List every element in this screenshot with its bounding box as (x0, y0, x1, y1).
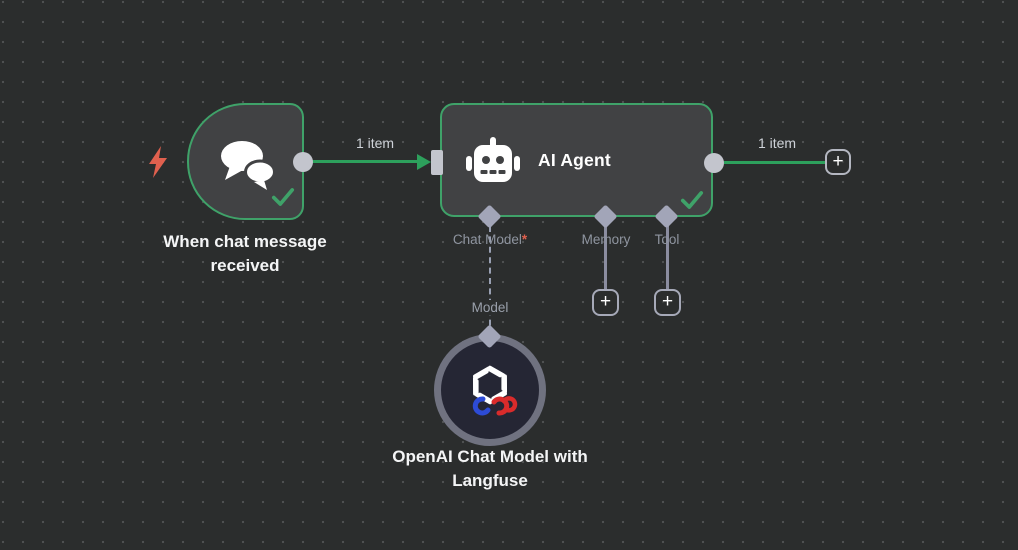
connection-arrow-icon (417, 154, 431, 170)
port-label-text: Memory (581, 232, 631, 247)
agent-output-port[interactable] (704, 153, 724, 173)
langfuse-icon (472, 396, 518, 416)
trigger-output-port[interactable] (293, 152, 313, 172)
agent-node-title: AI Agent (538, 149, 611, 170)
port-label-chat-model: Chat Model* (430, 232, 550, 247)
openai-logo-icon (472, 365, 508, 405)
add-memory-button[interactable]: + (592, 289, 619, 316)
tool-stub-wire (666, 226, 669, 289)
memory-stub-wire (604, 226, 607, 289)
connection-trigger-to-agent[interactable] (312, 160, 418, 163)
robot-icon (466, 137, 520, 182)
chat-bubbles-icon (221, 141, 276, 190)
success-check-icon (271, 188, 295, 206)
required-asterisk: * (521, 232, 528, 247)
model-node-label: OpenAI Chat Model with Langfuse (392, 447, 588, 490)
port-label-text: Tool (654, 232, 680, 247)
connection-items-label: 1 item (355, 135, 395, 151)
port-label-memory: Memory (576, 232, 636, 247)
connection-agent-output[interactable] (724, 161, 825, 164)
model-wire-label: Model (460, 300, 520, 315)
model-connection-wire[interactable] (488, 226, 491, 336)
success-check-icon (680, 191, 704, 209)
node-when-chat-message-received[interactable] (187, 103, 304, 220)
add-tool-button[interactable]: + (654, 289, 681, 316)
agent-input-port[interactable] (431, 150, 443, 175)
add-next-node-button[interactable]: + (825, 149, 851, 175)
node-openai-chat-model[interactable] (434, 334, 546, 446)
node-ai-agent[interactable]: AI Agent (440, 103, 713, 217)
lightning-bolt-icon (149, 146, 167, 178)
connection-items-label: 1 item (757, 135, 797, 151)
port-label-text: Chat Model (452, 232, 522, 247)
trigger-node-label: When chat message received (163, 232, 327, 275)
port-label-tool: Tool (647, 232, 687, 247)
